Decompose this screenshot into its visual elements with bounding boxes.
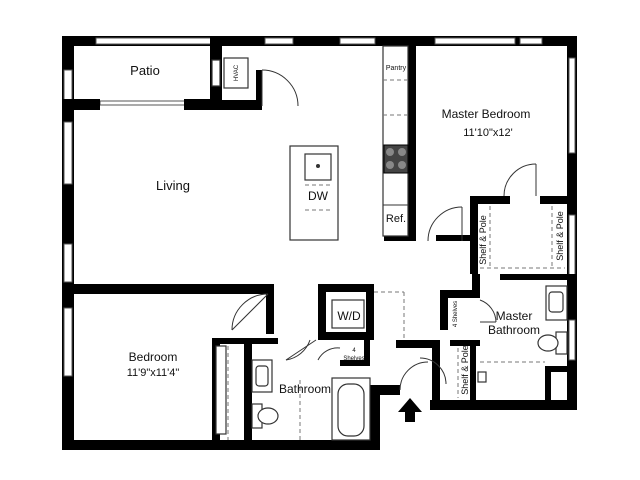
closets xyxy=(215,206,565,440)
label-pantry: Pantry xyxy=(386,65,407,72)
label-patio: Patio xyxy=(130,63,160,78)
label-shelf-pole-right: Shelf & Pole xyxy=(555,211,565,261)
label-four-shelves-left: 4 xyxy=(352,348,356,354)
label-bathroom: Bathroom xyxy=(279,382,331,396)
label-wd: W/D xyxy=(337,309,361,323)
label-four-shelves-left-2: Shelves xyxy=(343,356,364,362)
label-shelf-pole-lower: Shelf & Pole xyxy=(460,345,470,395)
kitchen xyxy=(289,45,409,241)
hvac-vent xyxy=(211,59,221,87)
label-ref: Ref. xyxy=(386,213,406,225)
label-shelf-pole-left: Shelf & Pole xyxy=(478,215,488,265)
label-master-bedroom: Master Bedroom xyxy=(442,107,531,121)
wd-machine xyxy=(331,299,365,329)
label-hvac: HVAC xyxy=(234,64,240,81)
label-master-bathroom-1: Master xyxy=(496,309,533,323)
label-master-bedroom-size: 11'10"x12' xyxy=(463,127,513,139)
bath-fixtures xyxy=(251,285,568,441)
entry-arrow-icon xyxy=(398,398,422,422)
label-master-bathroom-2: Bathroom xyxy=(488,323,540,337)
hvac-unit xyxy=(223,57,249,89)
label-bedroom: Bedroom xyxy=(129,350,178,364)
door-swings xyxy=(231,69,537,391)
label-four-shelves-right: 4 Shelves xyxy=(453,301,459,327)
label-living: Living xyxy=(156,178,190,193)
label-bedroom-size: 11'9"x11'4" xyxy=(127,367,180,379)
label-dw: DW xyxy=(308,189,329,203)
